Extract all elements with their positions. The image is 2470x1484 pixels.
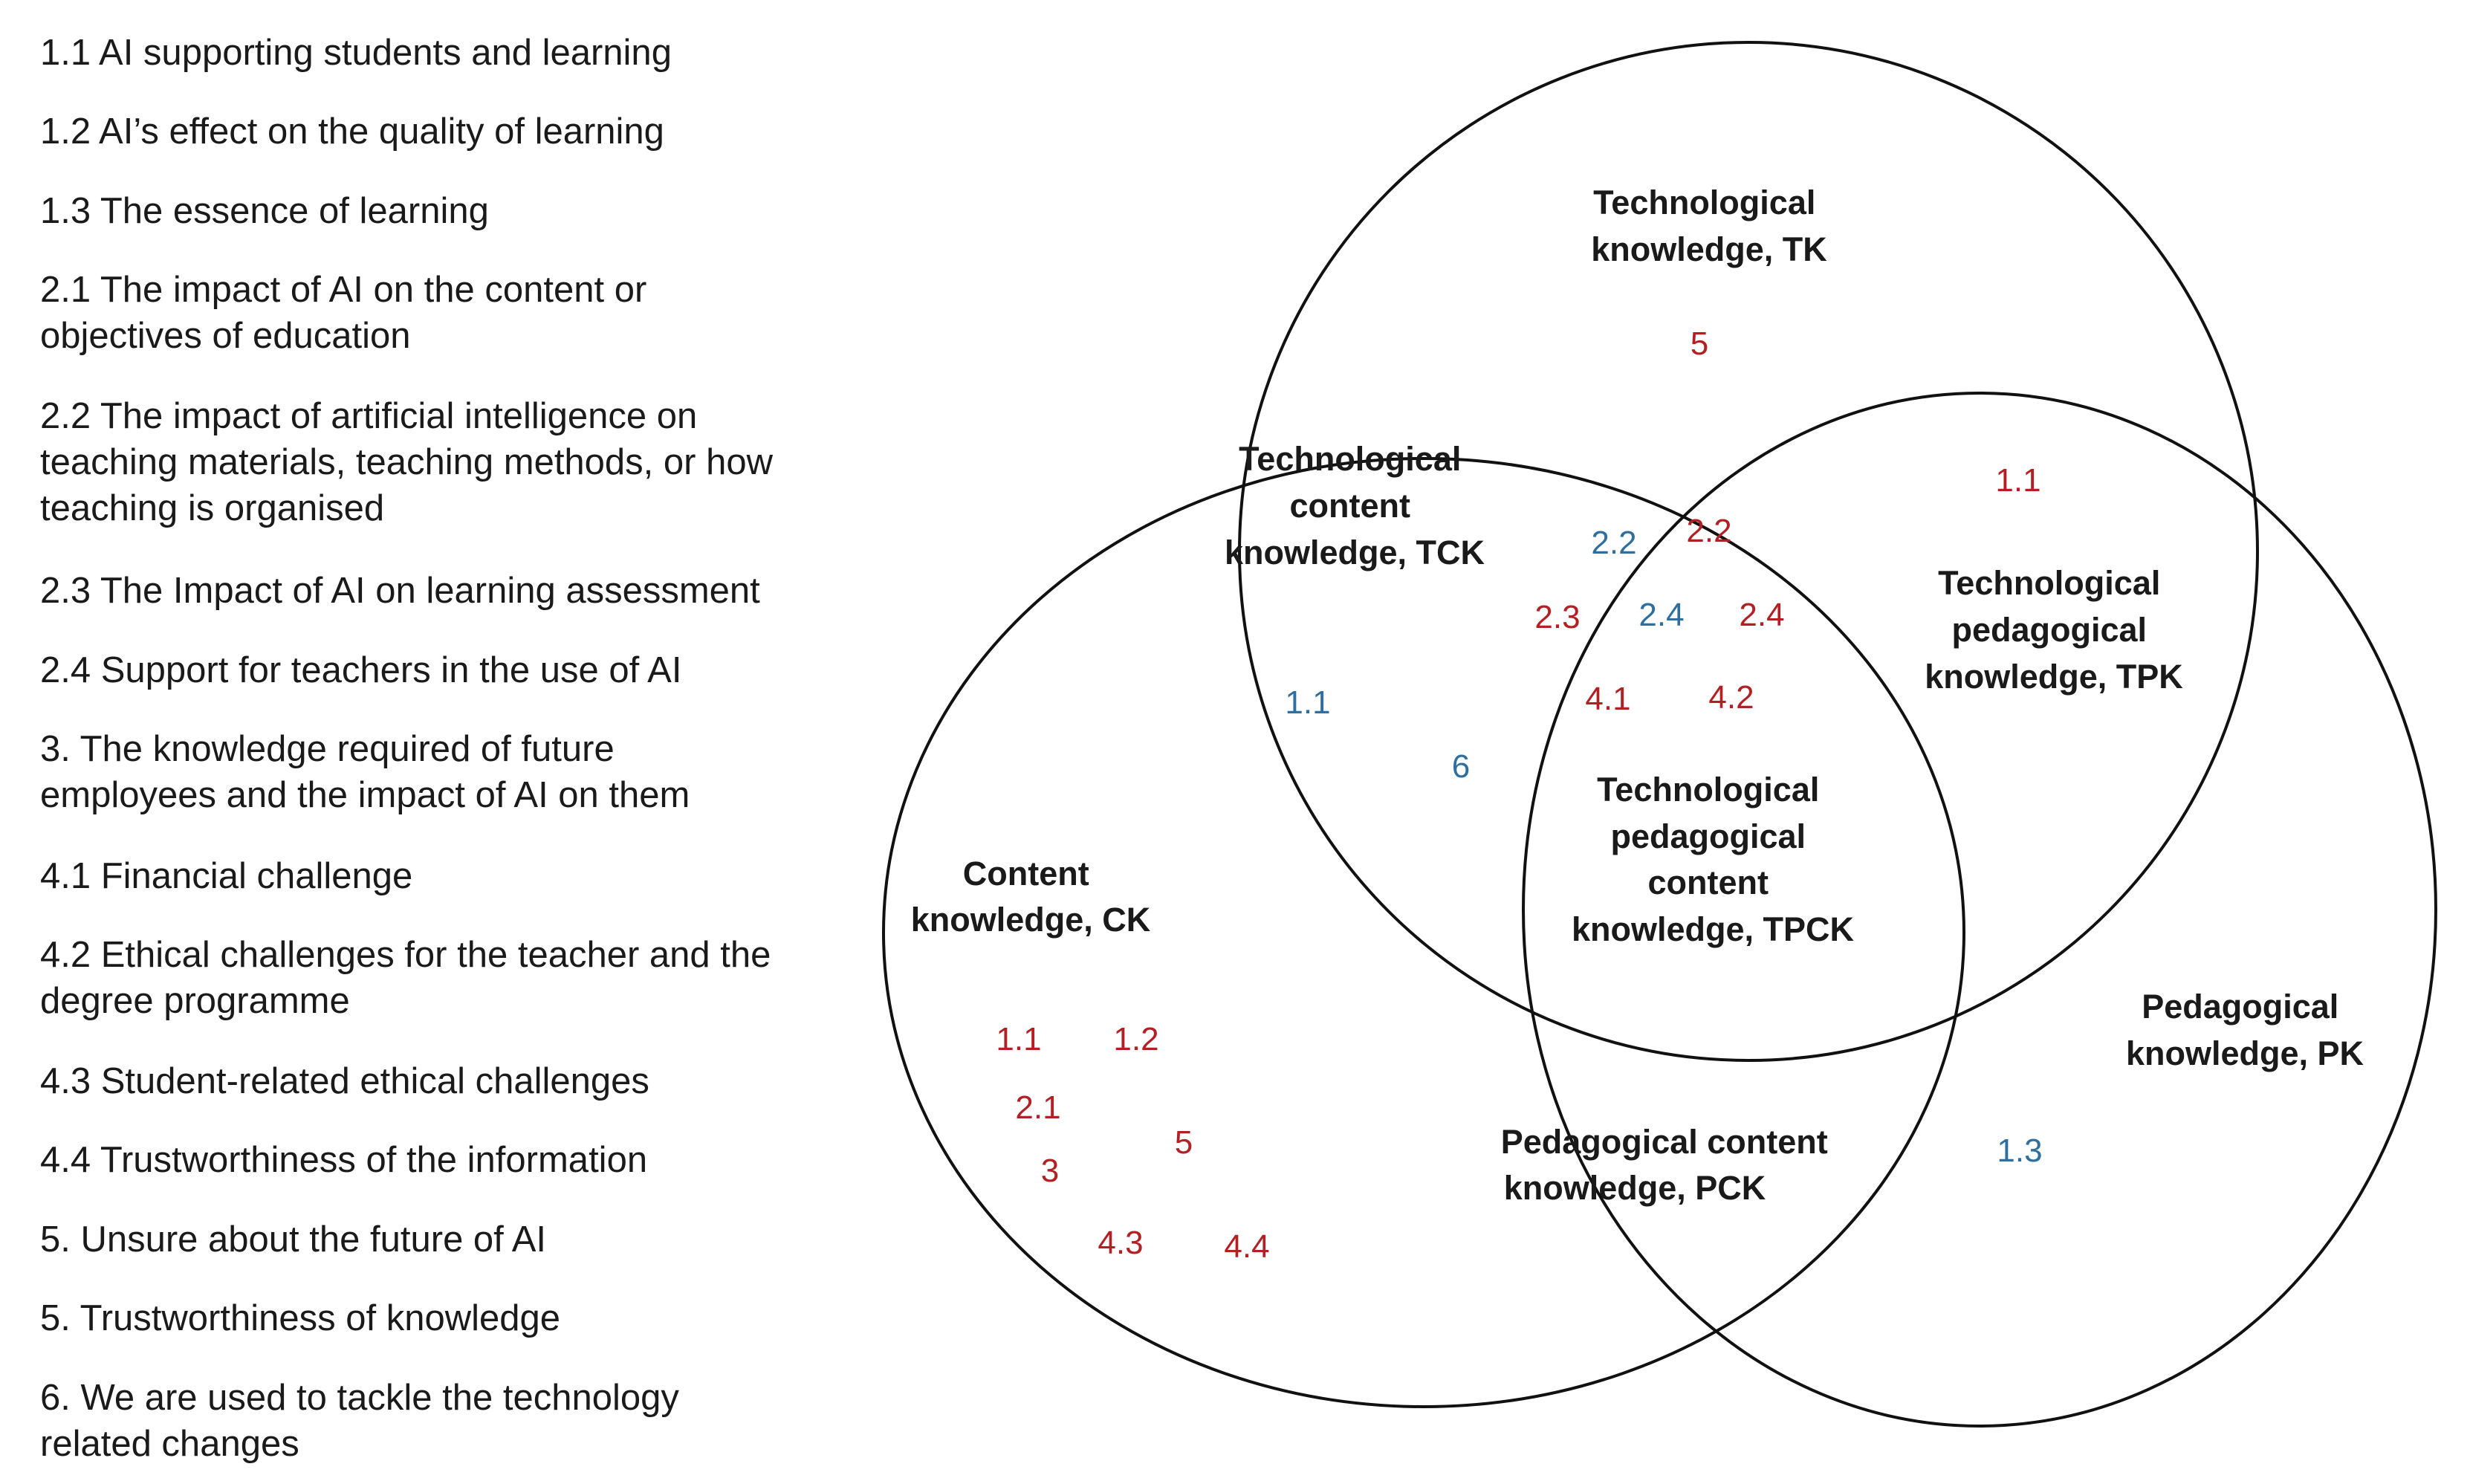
legend-item: 1.3 The essence of learning	[40, 191, 489, 231]
legend-item: 2.1 The impact of AI on the content or o…	[40, 270, 647, 356]
code-marker: 5	[1175, 1124, 1193, 1161]
region-label-pck: Pedagogical content knowledge, PCK	[1501, 1123, 1838, 1207]
code-marker: 1.1	[996, 1021, 1041, 1057]
region-label-tck: Technological content knowledge, TCK	[1225, 440, 1485, 571]
code-marker: 3	[1041, 1153, 1059, 1189]
code-marker: 6	[1452, 748, 1470, 785]
legend-item: 4.1 Financial challenge	[40, 856, 413, 896]
region-label-tpck: Technological pedagogical content knowle…	[1572, 771, 1855, 948]
content-knowledge-circle	[882, 457, 1965, 1408]
legend-item: 5. Trustworthiness of knowledge	[40, 1298, 560, 1338]
legend-item: 1.2 AI’s effect on the quality of learni…	[40, 111, 664, 152]
code-marker: 2.2	[1591, 525, 1636, 561]
legend-item: 4.4 Trustworthiness of the information	[40, 1140, 648, 1180]
code-marker: 5	[1691, 325, 1708, 362]
code-marker: 1.2	[1113, 1021, 1158, 1057]
code-marker: 4.1	[1585, 681, 1630, 717]
legend-item: 4.3 Student-related ethical challenges	[40, 1061, 649, 1101]
legend-item: 2.4 Support for teachers in the use of A…	[40, 650, 682, 690]
code-marker: 1.1	[1285, 684, 1330, 721]
code-marker: 4.3	[1098, 1225, 1143, 1261]
region-label-tpk: Technological pedagogical knowledge, TPK	[1925, 564, 2183, 696]
code-marker: 4.4	[1224, 1228, 1269, 1265]
code-marker: 1.3	[1997, 1133, 2042, 1169]
region-label-pk: Pedagogical knowledge, PK	[2126, 988, 2364, 1072]
code-marker: 2.1	[1015, 1089, 1060, 1126]
legend-item: 3. The knowledge required of future empl…	[40, 729, 690, 815]
legend-list: 1.1 AI supporting students and learning …	[40, 0, 858, 1484]
legend-item: 2.3 The Impact of AI on learning assessm…	[40, 571, 760, 611]
legend-item: 1.1 AI supporting students and learning	[40, 33, 672, 73]
code-marker: 1.1	[1995, 462, 2040, 499]
code-marker: 2.4	[1638, 597, 1684, 633]
code-marker: 2.4	[1739, 597, 1784, 633]
legend-item: 5. Unsure about the future of AI	[40, 1219, 546, 1260]
legend-item: 2.2 The impact of artificial intelligenc…	[40, 396, 773, 528]
pedagogical-knowledge-circle	[1522, 392, 2437, 1428]
code-marker: 4.2	[1708, 679, 1754, 716]
code-marker: 2.2	[1686, 513, 1731, 549]
region-label-ck: Content knowledge, CK	[911, 855, 1151, 939]
legend-item: 4.2 Ethical challenges for the teacher a…	[40, 935, 771, 1021]
code-marker: 2.3	[1534, 599, 1580, 635]
technological-knowledge-circle	[1238, 41, 2259, 1062]
region-label-tk: Technological knowledge, TK	[1591, 184, 1827, 268]
legend-item: 6. We are used to tackle the technology …	[40, 1378, 679, 1464]
